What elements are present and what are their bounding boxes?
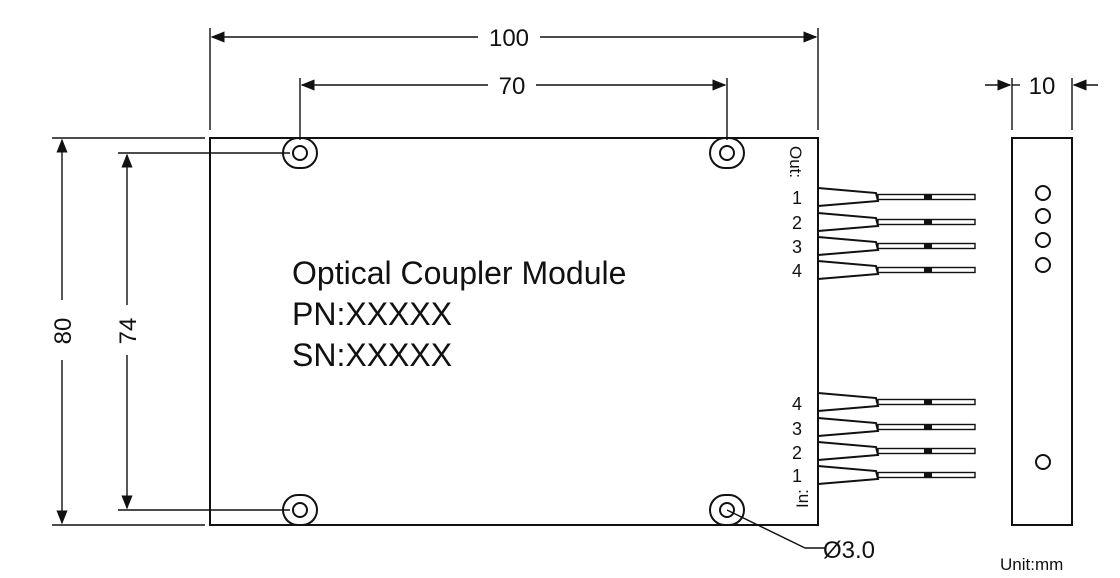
mounting-hole <box>709 494 745 526</box>
in-port-label: 1 <box>792 466 802 486</box>
out-port-label: 1 <box>792 188 802 208</box>
dimension-70: 70 <box>300 73 727 100</box>
fiber-pigtail <box>817 187 976 207</box>
hole-diameter-label: Ø3.0 <box>823 537 875 564</box>
module-body <box>209 137 819 526</box>
in-label: In: <box>793 489 812 508</box>
mounting-hole <box>282 137 318 169</box>
out-label: Out: <box>786 146 805 178</box>
dim-hole-y-label: 74 <box>115 318 142 345</box>
out-port-label: 2 <box>792 213 802 233</box>
fiber-pigtail <box>817 212 976 232</box>
extension-lines <box>52 28 1073 526</box>
dimension-74: 74 <box>115 153 142 510</box>
in-port-label: 3 <box>792 419 802 439</box>
fiber-pigtail <box>817 260 976 280</box>
fiber-pigtail <box>817 392 976 412</box>
port-circle <box>1035 185 1051 201</box>
serial-number: SN:XXXXX <box>292 337 452 373</box>
fiber-pigtail <box>817 417 976 437</box>
mounting-hole <box>282 494 318 526</box>
fiber-pigtail <box>817 236 976 256</box>
port-circle <box>1035 454 1051 470</box>
output-fibers: 1 2 3 4 <box>792 188 802 281</box>
dim-width-label: 100 <box>489 25 529 52</box>
port-circle <box>1035 232 1051 248</box>
input-fibers: 4 3 2 1 <box>792 394 802 486</box>
dim-hole-x-label: 70 <box>499 73 526 100</box>
out-port-label: 4 <box>792 261 802 281</box>
in-port-label: 4 <box>792 394 802 414</box>
port-circle <box>1035 257 1051 273</box>
fiber-pigtail <box>817 465 976 485</box>
out-port-label: 3 <box>792 237 802 257</box>
mounting-hole <box>709 137 745 169</box>
side-view-ports <box>1035 185 1051 470</box>
unit-label: Unit:mm <box>1000 555 1063 574</box>
module-title: Optical Coupler Module <box>292 255 626 291</box>
side-view <box>1011 137 1073 526</box>
dimension-80: 80 <box>50 138 77 525</box>
in-port-label: 2 <box>792 443 802 463</box>
dimension-10: 10 <box>985 73 1098 100</box>
dim-thickness-label: 10 <box>1029 73 1056 100</box>
dim-height-label: 80 <box>50 318 77 345</box>
mounting-holes <box>282 137 745 526</box>
dimension-100: 100 <box>210 25 818 52</box>
fiber-pigtail <box>817 441 976 461</box>
part-number: PN:XXXXX <box>292 296 452 332</box>
port-circle <box>1035 208 1051 224</box>
